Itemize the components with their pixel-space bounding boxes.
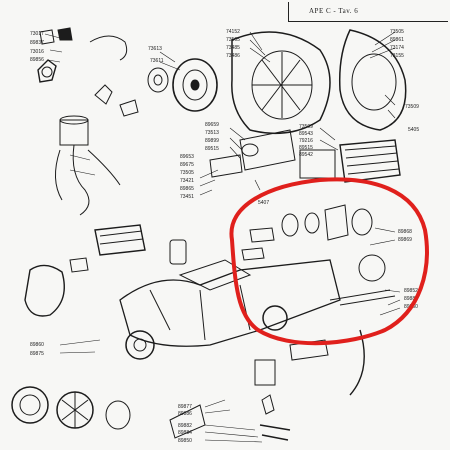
cooling-fan-drawing <box>231 29 407 135</box>
part-label: 89542 <box>299 152 313 158</box>
part-label: 89899 <box>205 138 219 144</box>
part-label: 89860 <box>30 342 44 348</box>
part-label: 73509 <box>405 104 419 110</box>
cylinder-drawing <box>209 129 401 183</box>
part-label: 89860 <box>404 304 418 310</box>
part-label: 73611 <box>150 58 164 64</box>
part-label: 89884 <box>178 430 192 436</box>
part-label: 73421 <box>180 178 194 184</box>
part-label: 73486 <box>226 53 240 59</box>
part-label: 73613 <box>148 46 162 52</box>
part-label: 73174 <box>390 45 404 51</box>
part-label: 89886 <box>178 411 192 417</box>
part-label: 89659 <box>205 122 219 128</box>
part-label: 73509 <box>299 124 313 130</box>
part-label: 89883 <box>404 296 418 302</box>
headlamp-drawing <box>11 386 206 439</box>
part-label: 89861 <box>390 37 404 43</box>
part-label: 89837 <box>30 40 44 46</box>
part-label: 89882 <box>178 423 192 429</box>
part-label: 89653 <box>180 154 194 160</box>
part-label: 89877 <box>178 404 192 410</box>
sheet-title: APE C - Tav. 6 <box>309 7 359 15</box>
ignition-coil-drawing <box>37 27 139 216</box>
part-label: 73505 <box>226 37 240 43</box>
carburetor-drawing <box>24 224 187 317</box>
part-label: 5405 <box>408 127 420 133</box>
part-label: 89875 <box>30 351 44 357</box>
part-label: 89515 <box>299 145 313 151</box>
part-label: 73451 <box>180 194 194 200</box>
part-label: 73513 <box>205 130 219 136</box>
part-label: 89515 <box>205 146 219 152</box>
small-fittings-drawing <box>254 359 291 441</box>
part-label: 73155 <box>390 53 404 59</box>
part-label: 73505 <box>390 29 404 35</box>
part-label: 89850 <box>178 438 192 444</box>
part-label: 5407 <box>258 200 270 206</box>
vehicle-body-drawing <box>119 259 396 396</box>
part-label: 73017 <box>30 31 44 37</box>
part-label: 73016 <box>30 49 44 55</box>
part-label: 89543 <box>299 131 313 137</box>
sheet-title-box: APE C - Tav. 6 <box>288 2 448 22</box>
part-label: 89856 <box>30 57 44 63</box>
part-label: 89865 <box>180 186 194 192</box>
part-label: 89868 <box>398 229 412 235</box>
part-label: 89675 <box>180 162 194 168</box>
part-label: 73485 <box>226 45 240 51</box>
part-label: 79216 <box>299 138 313 144</box>
highlighted-parts-drawing <box>241 204 386 282</box>
part-label: 73505 <box>180 170 194 176</box>
flywheel-drawing <box>147 58 218 112</box>
part-label: 74152 <box>226 29 240 35</box>
part-label: 89852 <box>404 288 418 294</box>
leader-lines <box>44 31 401 443</box>
part-label: 89869 <box>398 237 412 243</box>
